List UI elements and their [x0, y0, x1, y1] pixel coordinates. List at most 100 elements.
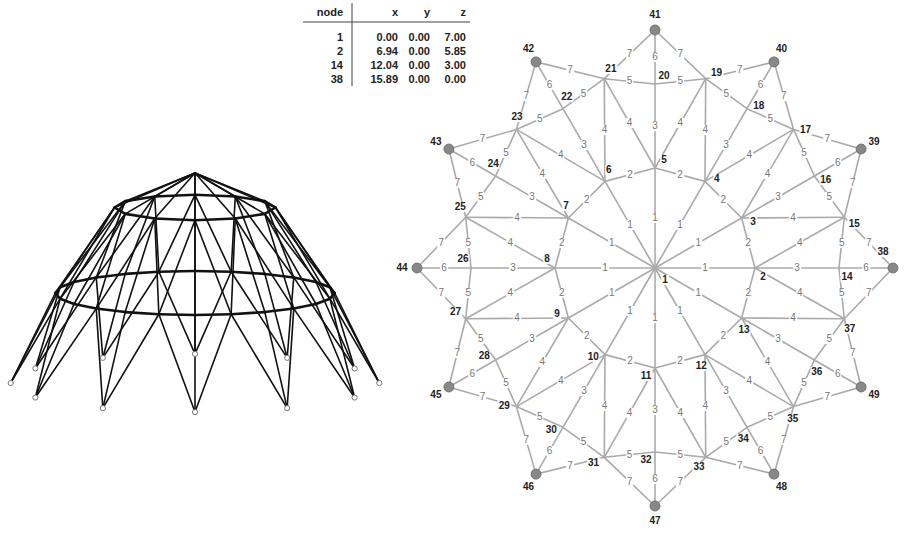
- member-line: [125, 272, 159, 274]
- member-group: 7: [479, 392, 487, 402]
- member-line: [568, 268, 655, 318]
- member-group: 7: [566, 461, 574, 471]
- member-line: [159, 314, 195, 412]
- member-group: 4: [601, 125, 609, 135]
- table-cell: 0.00: [409, 74, 430, 85]
- node-number: 36: [810, 367, 823, 377]
- member-group: 4: [789, 313, 797, 323]
- member-line: [265, 201, 294, 277]
- member-line: [265, 312, 287, 408]
- node-number: 25: [454, 202, 467, 212]
- member-line: [155, 195, 195, 197]
- node-number: 43: [429, 137, 442, 147]
- node-number: 41: [648, 10, 661, 20]
- member-group: 2: [745, 238, 753, 248]
- support-point: [285, 406, 290, 411]
- member-line: [747, 109, 794, 130]
- member-group: 4: [796, 288, 804, 298]
- member-line: [11, 299, 60, 383]
- member-group: 2: [558, 238, 566, 248]
- support-point: [192, 409, 197, 414]
- member-group: 7: [824, 392, 832, 402]
- member-line: [60, 208, 114, 299]
- member-line: [604, 368, 655, 457]
- member-group: 1: [695, 238, 703, 248]
- member-group: 6: [757, 446, 765, 456]
- member-line: [536, 62, 604, 79]
- member-line: [655, 457, 706, 506]
- member-line: [330, 299, 355, 398]
- member-group: 3: [793, 263, 801, 273]
- member-group: 2: [583, 331, 591, 341]
- support-point: [192, 351, 197, 356]
- member-line: [231, 312, 265, 314]
- member-line: [742, 129, 794, 218]
- node-number: 28: [478, 351, 491, 361]
- member-line: [755, 268, 844, 319]
- node-number: 35: [786, 414, 799, 424]
- member-line: [563, 355, 605, 428]
- member-line: [516, 355, 605, 407]
- node-number: 11: [640, 371, 653, 381]
- member-group: 6: [651, 52, 659, 62]
- member-line: [330, 287, 379, 383]
- node-number: 30: [545, 425, 558, 435]
- member-group: 1: [676, 306, 684, 316]
- member-group: 5: [826, 334, 834, 344]
- member-line: [195, 272, 231, 354]
- member-line: [568, 218, 655, 268]
- member-line: [747, 427, 774, 474]
- member-line: [194, 315, 196, 412]
- member-line: [563, 109, 605, 182]
- member-group: 4: [539, 357, 547, 367]
- member-group: 5: [767, 114, 775, 124]
- member-group: 6: [757, 80, 765, 90]
- member-group: 4: [764, 357, 772, 367]
- member-group: 5: [723, 437, 731, 447]
- member-group: 1: [701, 263, 709, 273]
- node-number: 46: [522, 482, 535, 492]
- member-group: 5: [767, 412, 775, 422]
- support-point: [650, 501, 660, 511]
- table-cell: 38: [331, 74, 343, 85]
- member-line: [568, 181, 605, 218]
- member-line: [35, 299, 60, 398]
- support-point: [285, 355, 290, 360]
- member-line: [159, 272, 195, 354]
- member-group: 3: [528, 192, 536, 202]
- node-number: 16: [819, 175, 832, 185]
- member-line: [496, 318, 569, 360]
- member-line: [265, 214, 294, 309]
- member-line: [655, 268, 742, 318]
- member-group: 5: [502, 148, 510, 158]
- member-group: 1: [626, 220, 634, 230]
- member-line: [103, 312, 125, 408]
- node-number: 38: [876, 247, 889, 257]
- support-point: [352, 366, 357, 371]
- member-line: [330, 287, 355, 368]
- member-group: 4: [677, 408, 685, 418]
- member-line: [125, 312, 159, 314]
- member-line: [96, 214, 125, 309]
- member-group: 2: [558, 288, 566, 298]
- member-group: 5: [677, 76, 685, 86]
- member-line: [496, 360, 517, 407]
- member-group: 7: [454, 348, 462, 358]
- table-cell: 0.00: [409, 32, 430, 43]
- member-line: [563, 427, 604, 457]
- member-line: [11, 287, 60, 383]
- node-number: 48: [775, 482, 788, 492]
- member-line: [195, 195, 235, 197]
- member-line: [195, 173, 265, 214]
- node-number: 45: [429, 390, 442, 400]
- member-line: [449, 360, 496, 387]
- member-group: 4: [626, 118, 634, 128]
- member-group: 4: [764, 169, 772, 179]
- member-group: 3: [722, 140, 730, 150]
- node-number: 9: [553, 309, 561, 319]
- member-group: 7: [865, 288, 873, 298]
- node-number: 49: [868, 390, 881, 400]
- member-group: 5: [465, 288, 473, 298]
- member-line: [604, 30, 655, 79]
